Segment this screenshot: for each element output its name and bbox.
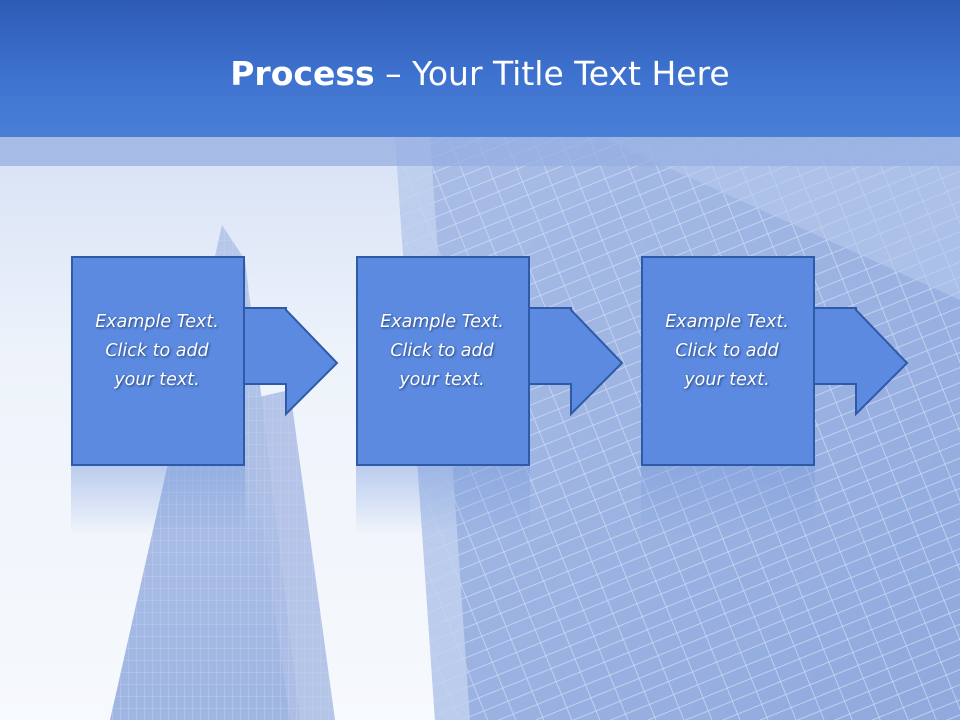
step-3-line-1: Example Text. (665, 312, 789, 332)
step-3-text[interactable]: Example Text. Click to add your text. (641, 308, 813, 395)
step-1-line-1: Example Text. (95, 312, 219, 332)
slide-title[interactable]: Process – Your Title Text Here (0, 52, 960, 96)
step-2-reflection (356, 466, 530, 536)
step-3-line-3: your text. (684, 370, 770, 390)
step-2-line-2: Click to add (390, 341, 494, 361)
title-bar: Process – Your Title Text Here (0, 0, 960, 137)
step-3-box-arrow-shape (641, 256, 909, 466)
title-bold-word: Process (230, 54, 375, 93)
step-1-box-arrow-shape (71, 256, 339, 466)
step-1-line-3: your text. (114, 370, 200, 390)
step-1-reflection (71, 466, 245, 536)
step-1-text[interactable]: Example Text. Click to add your text. (71, 308, 243, 395)
step-2-line-3: your text. (399, 370, 485, 390)
step-3-line-2: Click to add (675, 341, 779, 361)
process-step-1[interactable]: Example Text. Click to add your text. (71, 256, 341, 466)
step-2-text[interactable]: Example Text. Click to add your text. (356, 308, 528, 395)
step-2-box-arrow-shape (356, 256, 624, 466)
step-2-line-1: Example Text. (380, 312, 504, 332)
step-3-reflection (641, 466, 815, 536)
title-separator: – (374, 54, 413, 93)
process-step-3[interactable]: Example Text. Click to add your text. (641, 256, 911, 466)
process-step-2[interactable]: Example Text. Click to add your text. (356, 256, 626, 466)
title-text: Your Title Text Here (412, 54, 730, 93)
step-1-line-2: Click to add (105, 341, 209, 361)
title-underline-band (0, 137, 960, 166)
